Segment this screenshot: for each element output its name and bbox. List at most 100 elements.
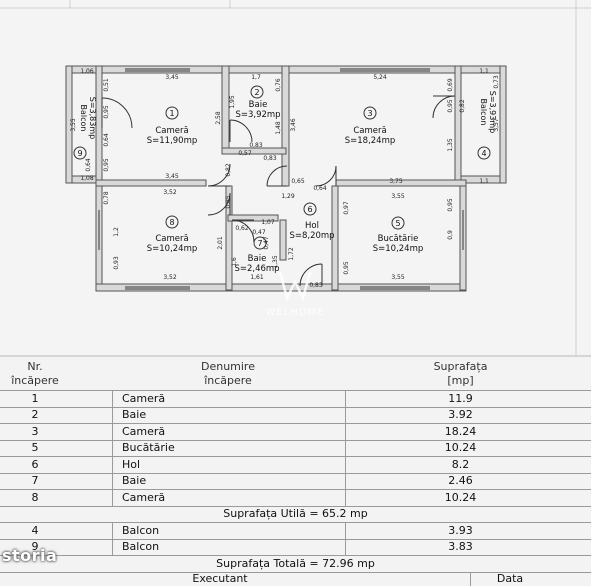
dim-label: 0,47: [252, 229, 266, 236]
row-area: 8.2: [451, 457, 470, 471]
dim-label: 3,45: [165, 173, 179, 180]
header-name: Denumire încăpere: [112, 358, 344, 390]
header-name-line2: încăpere: [204, 374, 252, 387]
room-num-1: 1: [169, 109, 174, 118]
column-divider: [112, 390, 113, 407]
executant-label: Executant: [192, 572, 248, 585]
row-area: 2.46: [448, 474, 473, 488]
total-area: Suprafața Totală = 72.96 mp: [0, 555, 591, 573]
header-nr: Nr. încăpere: [0, 358, 70, 390]
dim-label: 0,51: [103, 78, 110, 92]
column-divider: [345, 538, 346, 555]
row-name: Cameră: [122, 391, 166, 405]
column-divider: [112, 489, 113, 506]
room-area-5: S=10,24mp: [373, 244, 424, 254]
dim-label: 0,85: [225, 195, 232, 209]
column-divider: [470, 571, 471, 586]
room-area-3: S=18,24mp: [345, 136, 396, 146]
row-nr: 9: [31, 540, 39, 554]
dim-label: 0,64: [85, 158, 92, 172]
room-num-3: 3: [367, 109, 372, 118]
dim-label: 1,48: [275, 121, 282, 135]
table-header: Nr. încăpere Denumire încăpere Suprafața…: [0, 358, 591, 391]
dim-label: 0,64: [313, 185, 327, 192]
dim-label: 0,83: [263, 155, 277, 162]
header-area-line2: [mp]: [447, 374, 474, 387]
row-nr: 5: [31, 441, 39, 455]
room-area-4: S=3,93mp: [488, 91, 497, 133]
column-divider: [345, 456, 346, 473]
row-nr: 7: [31, 474, 39, 488]
dim-label: 3,45: [165, 74, 179, 81]
dim-label: 1,1: [479, 68, 489, 75]
column-divider: [345, 489, 346, 506]
room-num-6: 6: [307, 205, 312, 214]
column-divider: [112, 423, 113, 440]
row-area: 3.93: [448, 523, 473, 537]
row-area: 11.9: [448, 391, 473, 405]
column-divider: [345, 423, 346, 440]
row-area: 3.92: [448, 408, 473, 422]
dim-label: 0,62: [235, 225, 249, 232]
room-area-6: S=8,20mp: [289, 231, 334, 241]
dim-label: 3,52: [163, 189, 177, 196]
row-area: 10.24: [444, 490, 477, 504]
dim-label: 1,07: [261, 219, 275, 226]
room-num-4: 4: [481, 149, 486, 158]
dim-label: 0,82: [459, 99, 466, 113]
row-area: 10.24: [444, 441, 477, 455]
dim-label: 1,35: [447, 138, 454, 152]
dim-label: 3,55: [391, 193, 405, 200]
column-divider: [345, 522, 346, 539]
room-num-5: 5: [395, 219, 400, 228]
dim-label: 3,55: [391, 274, 405, 281]
room-area-9: S=3,83mp: [88, 97, 97, 139]
row-name: Hol: [122, 457, 141, 471]
dim-label: 3,46: [290, 118, 297, 132]
dim-label: 0,73: [493, 75, 500, 89]
dim-label: 1,1: [479, 178, 489, 185]
room-num-7: 7: [257, 239, 262, 248]
column-divider: [112, 439, 113, 456]
dim-label: 0,9: [447, 230, 454, 240]
room-name-7: Baie: [248, 254, 267, 264]
room-name-9: Balcon: [79, 105, 88, 132]
header-name-line1: Denumire: [200, 360, 255, 373]
dim-label: 0,76: [275, 78, 282, 92]
dim-label: 0,97: [343, 201, 350, 215]
dim-label: 0,95: [103, 158, 110, 172]
useful-area-total: Suprafața Utilă = 65.2 mp: [0, 506, 591, 523]
row-name: Baie: [122, 408, 147, 422]
dim-label: 0,69: [447, 78, 454, 92]
dim-label: 0,83: [249, 142, 263, 149]
room-area-1: S=11,90mp: [147, 136, 198, 146]
row-name: Balcon: [122, 523, 160, 537]
room-name-8: Cameră: [155, 234, 188, 244]
dim-label: 0,78: [103, 191, 110, 205]
header-area: Suprafața [mp]: [345, 358, 576, 390]
row-nr: 8: [31, 490, 39, 504]
dim-label: 0,64: [103, 133, 110, 147]
room-name-3: Cameră: [353, 126, 386, 136]
area-table: Nr. încăpere Denumire încăpere Suprafața…: [0, 358, 591, 586]
dim-label: 2,01: [217, 236, 224, 250]
dim-label: 3,75: [389, 178, 403, 185]
room-num-8: 8: [169, 218, 174, 227]
room-name-2: Baie: [249, 100, 268, 110]
row-name: Bucătărie: [122, 441, 175, 455]
dim-label: 1,72: [288, 247, 295, 261]
dim-label: 0,82: [225, 163, 232, 177]
dim-label: 3,55: [70, 118, 77, 132]
floor-plan: 1 2 3 4 5 6 7 8 9 Cameră S=11,90mp Baie …: [0, 0, 591, 355]
table-row: 5 Bucătărie 10.24: [0, 439, 591, 457]
row-nr: 3: [31, 424, 39, 438]
dim-label: 0,95: [447, 198, 454, 212]
row-area: 18.24: [444, 424, 477, 438]
dim-label: 0,95: [447, 99, 454, 113]
